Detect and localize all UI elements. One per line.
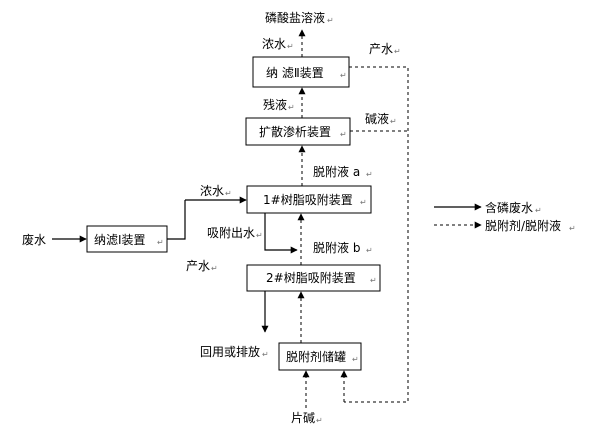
return-marker: ↵ bbox=[316, 416, 323, 425]
desorption-liquid-a-label: 脱附液 a bbox=[313, 164, 360, 179]
residue-label: 残液 bbox=[263, 97, 287, 112]
diffusion-dialysis-box: 扩散渗析装置 ↵ bbox=[245, 117, 351, 146]
permeate-left-label: 产水 bbox=[186, 259, 210, 273]
alkali-label: 碱液 bbox=[365, 111, 389, 126]
wastewater-label: 废水 bbox=[22, 232, 46, 247]
nf2-permeate-return-line bbox=[344, 66, 409, 403]
return-marker: ↵ bbox=[157, 238, 164, 247]
return-marker: ↵ bbox=[370, 276, 377, 285]
resin2-box-label: 2#树脂吸附装置 bbox=[266, 270, 356, 285]
return-marker: ↵ bbox=[352, 355, 359, 364]
return-marker: ↵ bbox=[366, 170, 373, 179]
concentrate-top-label: 浓水 bbox=[262, 37, 286, 51]
return-marker: ↵ bbox=[569, 224, 576, 233]
return-marker: ↵ bbox=[340, 71, 347, 80]
adsorption-effluent-label: 吸附出水 bbox=[207, 226, 255, 240]
flake-alkali-label: 片碱 bbox=[291, 411, 315, 425]
return-marker: ↵ bbox=[262, 350, 269, 359]
return-marker: ↵ bbox=[394, 47, 401, 56]
legend-dashed-label: 脱附剂/脱附液 bbox=[485, 218, 561, 233]
resin1-box: 1#树脂吸附装置 ↵ bbox=[246, 185, 372, 214]
return-marker: ↵ bbox=[288, 103, 295, 112]
permeate-top-label: 产水 bbox=[369, 42, 393, 56]
return-marker: ↵ bbox=[225, 189, 232, 198]
phosphate-solution-label: 磷酸盐溶液 bbox=[265, 10, 325, 25]
return-marker: ↵ bbox=[327, 16, 334, 25]
nf1-box: 纳滤Ⅰ装置 ↵ bbox=[86, 225, 168, 253]
return-marker: ↵ bbox=[390, 117, 397, 126]
resin1-outlet-arrow bbox=[264, 213, 298, 254]
return-marker: ↵ bbox=[287, 42, 294, 51]
desorbent-tank-box: 脱附剂储罐 ↵ bbox=[278, 342, 362, 371]
return-marker: ↵ bbox=[535, 206, 542, 215]
concentrate-mid-label: 浓水 bbox=[200, 184, 224, 198]
resin2-box: 2#树脂吸附装置 ↵ bbox=[246, 264, 381, 292]
nf2-box-label: 纳 滤Ⅱ装置 bbox=[266, 66, 324, 80]
legend-solid-label: 含磷废水 bbox=[485, 200, 533, 215]
return-marker: ↵ bbox=[366, 246, 373, 255]
return-marker: ↵ bbox=[340, 130, 347, 139]
return-marker: ↵ bbox=[256, 231, 263, 240]
return-marker: ↵ bbox=[211, 264, 218, 273]
nf2-box: 纳 滤Ⅱ装置 ↵ bbox=[252, 56, 350, 88]
diffusion-dialysis-box-label: 扩散渗析装置 bbox=[259, 124, 331, 139]
reuse-or-discharge-label: 回用或排放 bbox=[200, 344, 260, 359]
return-marker: ↵ bbox=[360, 198, 367, 207]
nf1-box-label: 纳滤Ⅰ装置 bbox=[94, 233, 146, 247]
nf1-outlet-line bbox=[167, 200, 186, 240]
resin1-box-label: 1#树脂吸附装置 bbox=[263, 192, 353, 207]
desorption-liquid-b-label: 脱附液 b bbox=[313, 240, 360, 255]
legend: 含磷废水 ↵ 脱附剂/脱附液 ↵ bbox=[434, 200, 576, 233]
desorbent-tank-box-label: 脱附剂储罐 bbox=[286, 349, 346, 364]
